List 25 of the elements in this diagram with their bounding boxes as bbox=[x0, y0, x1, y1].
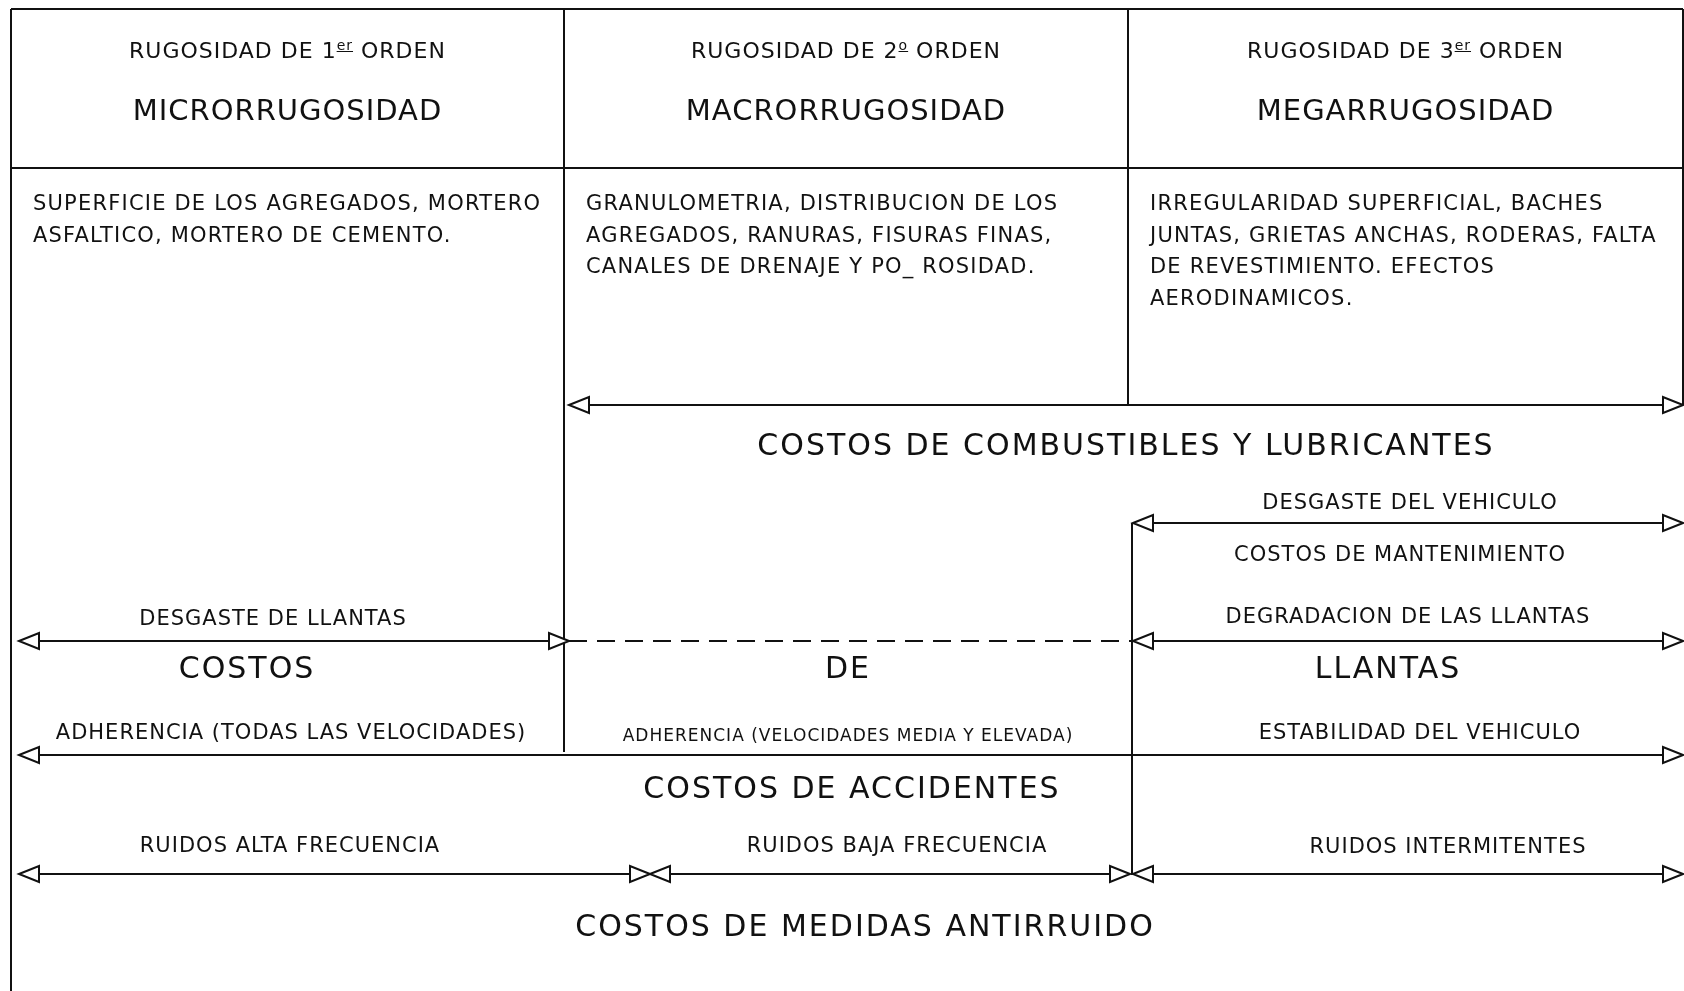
range-label: COSTOS bbox=[178, 650, 316, 684]
order-heading: RUGOSIDAD DE 1$^{er}$ ORDEN bbox=[129, 37, 446, 65]
range-label: DE bbox=[824, 650, 872, 684]
range-label: RUIDOS INTERMITENTES bbox=[1309, 835, 1587, 859]
range-label: DESGASTE DE LLANTAS bbox=[139, 607, 407, 631]
range-label: RUIDOS ALTA FRECUENCIA bbox=[139, 834, 441, 858]
range-label: COSTOS DE MEDIDAS ANTIRRUIDO bbox=[575, 908, 1155, 942]
description-text: SUPERFICIE DE LOS AGREGADOS, MORTERO ASFALTICO, MORTERO DE CEMENTO. bbox=[33, 190, 543, 249]
range-label: ADHERENCIA (VELOCIDADES MEDIA Y ELEVADA) bbox=[622, 725, 1074, 745]
roughness-title: MACRORRUGOSIDAD bbox=[685, 92, 1007, 127]
range-label: COSTOS DE ACCIDENTES bbox=[643, 770, 1061, 804]
order-heading: RUGOSIDAD DE 3$^{er}$ ORDEN bbox=[1247, 37, 1564, 65]
range-label: DEGRADACION DE LAS LLANTAS bbox=[1225, 605, 1591, 629]
range-label: COSTOS DE COMBUSTIBLES Y LUBRICANTES bbox=[757, 427, 1495, 461]
range-label: DESGASTE DEL VEHICULO bbox=[1262, 491, 1558, 515]
description-text: GRANULOMETRIA, DISTRIBUCION DE LOS AGREGADOS, RANURAS, FISURAS FINAS, CANALES DE DRENAJE Y PO_ ROSIDAD. bbox=[586, 190, 1060, 281]
range-label: ADHERENCIA (TODAS LAS VELOCIDADES) bbox=[55, 721, 527, 745]
roughness-title: MICRORRUGOSIDAD bbox=[132, 92, 443, 127]
roughness-title: MEGARRUGOSIDAD bbox=[1256, 92, 1555, 127]
order-heading: RUGOSIDAD DE 2$^{o}$ ORDEN bbox=[690, 37, 1002, 65]
range-label: COSTOS DE MANTENIMIENTO bbox=[1234, 543, 1566, 567]
range-label: ESTABILIDAD DEL VEHICULO bbox=[1258, 721, 1582, 745]
description-text: IRREGULARIDAD SUPERFICIAL, BACHES JUNTAS, GRIETAS ANCHAS, RODERAS, FALTA DE REVESTIMIENTO. EFECTOS AERODINAMICOS. bbox=[1150, 190, 1658, 312]
range-label: LLANTAS bbox=[1314, 650, 1462, 684]
range-label: RUIDOS BAJA FRECUENCIA bbox=[746, 834, 1048, 858]
